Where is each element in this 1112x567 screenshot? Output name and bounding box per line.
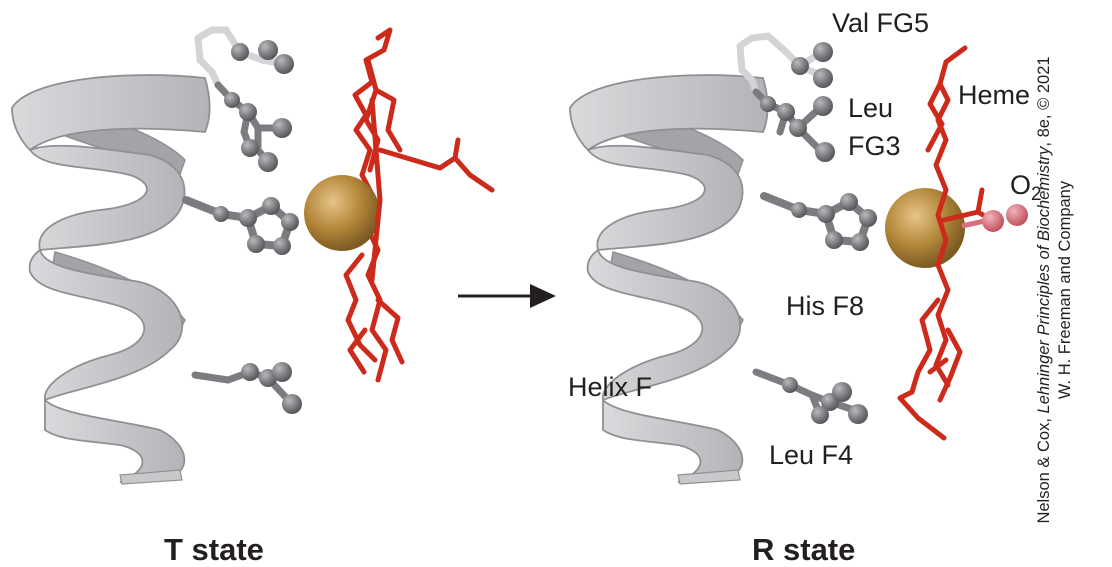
his-f8-sidechain-t <box>186 197 299 255</box>
leu-fg3-sidechain-t <box>214 81 292 172</box>
r-state-caption: R state <box>752 532 856 567</box>
helix-ribbon-r <box>569 74 769 485</box>
iron-atom-t <box>304 175 380 251</box>
label-o2-main: O <box>1010 170 1032 200</box>
iron-atom-r <box>885 188 965 268</box>
helix-ribbon-t <box>11 74 211 485</box>
t-state-model <box>11 26 495 485</box>
his-f8-sidechain-r <box>764 193 877 251</box>
label-o2-subscript: 2 <box>1031 184 1042 205</box>
label-heme: Heme <box>958 80 1031 110</box>
t-state-caption: T state <box>164 532 264 567</box>
heme-t <box>343 27 495 383</box>
val-fg5-sidechain-r <box>736 32 833 96</box>
leu-fg3-sidechain-r <box>752 88 835 162</box>
r-state-model <box>569 32 1028 485</box>
credit-line-2: W. H. Freeman and Company <box>1056 180 1074 400</box>
leu-f4-sidechain-r <box>752 368 868 424</box>
credit-line-1: Nelson & Cox, Lehninger Principles of Bi… <box>1035 56 1053 524</box>
val-fg5-sidechain-t <box>194 26 294 89</box>
transition-arrow <box>458 284 556 308</box>
label-his-f8: His F8 <box>786 291 865 321</box>
label-helix-f: Helix F <box>568 372 653 402</box>
label-o2: O2 <box>1010 170 1042 205</box>
label-leu-f4: Leu F4 <box>769 440 854 470</box>
oxygen-molecule <box>961 204 1028 232</box>
label-leu-fg3-line1: Leu <box>848 93 894 123</box>
label-val-fg5: Val FG5 <box>832 8 930 38</box>
label-leu-fg3-line2: FG3 <box>848 131 901 161</box>
leu-f4-sidechain-t <box>191 362 302 414</box>
